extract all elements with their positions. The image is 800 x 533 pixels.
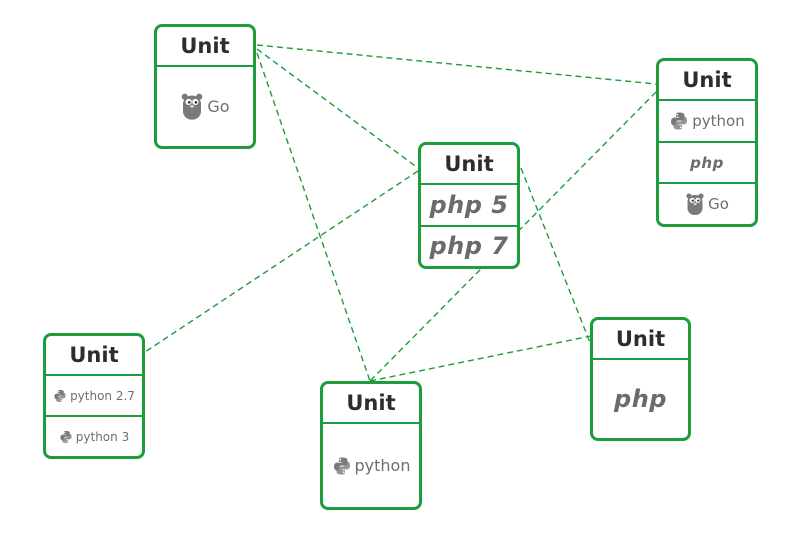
runtime-slot: php 7 [421, 227, 517, 267]
runtime-slot: Go [659, 184, 755, 224]
runtime-label: php [690, 153, 724, 172]
runtime-slot: php [659, 143, 755, 185]
python-logo-icon [332, 456, 352, 476]
link-u1-u3 [256, 48, 419, 169]
python-logo-icon [59, 430, 73, 444]
unit-title: Unit [157, 27, 253, 67]
python-logo-icon [53, 389, 67, 403]
unit-box-u5: Unit python [320, 381, 422, 510]
runtime-slot: php [593, 360, 688, 438]
unit-title: Unit [323, 384, 419, 424]
runtime-label: php 7 [429, 232, 509, 261]
link-u1-u5 [256, 52, 371, 382]
runtime-slot: python [323, 424, 419, 507]
runtime-label: python 2.7 [70, 388, 135, 403]
runtime-slot: Go [157, 67, 253, 146]
runtime-label: php [614, 385, 667, 413]
runtime-slot: python [659, 101, 755, 143]
unit-box-u4: Unit python 2.7 python 3 [43, 333, 145, 459]
link-u3-u6 [520, 167, 592, 346]
unit-title: Unit [593, 320, 688, 360]
link-u1-u2 [256, 44, 657, 85]
runtime-label: php 5 [429, 190, 509, 219]
runtime-label: Go [207, 97, 230, 116]
runtime-label: python [692, 111, 745, 130]
runtime-label: Go [708, 195, 729, 214]
unit-title: Unit [46, 336, 142, 376]
go-gopher-icon [685, 192, 705, 217]
unit-box-u3: Unit php 5 php 7 [418, 142, 520, 269]
unit-box-u6: Unit php [590, 317, 691, 441]
runtime-label: python 3 [75, 429, 130, 444]
runtime-label: python [354, 456, 411, 475]
link-u3-u4 [144, 170, 419, 353]
runtime-slot: python 3 [46, 417, 142, 456]
link-u5-u6 [369, 335, 592, 382]
unit-title: Unit [659, 61, 755, 101]
runtime-slot: python 2.7 [46, 376, 142, 417]
python-logo-icon [669, 111, 689, 131]
runtime-slot: php 5 [421, 185, 517, 227]
unit-title: Unit [421, 145, 517, 185]
go-gopher-icon [180, 92, 204, 122]
